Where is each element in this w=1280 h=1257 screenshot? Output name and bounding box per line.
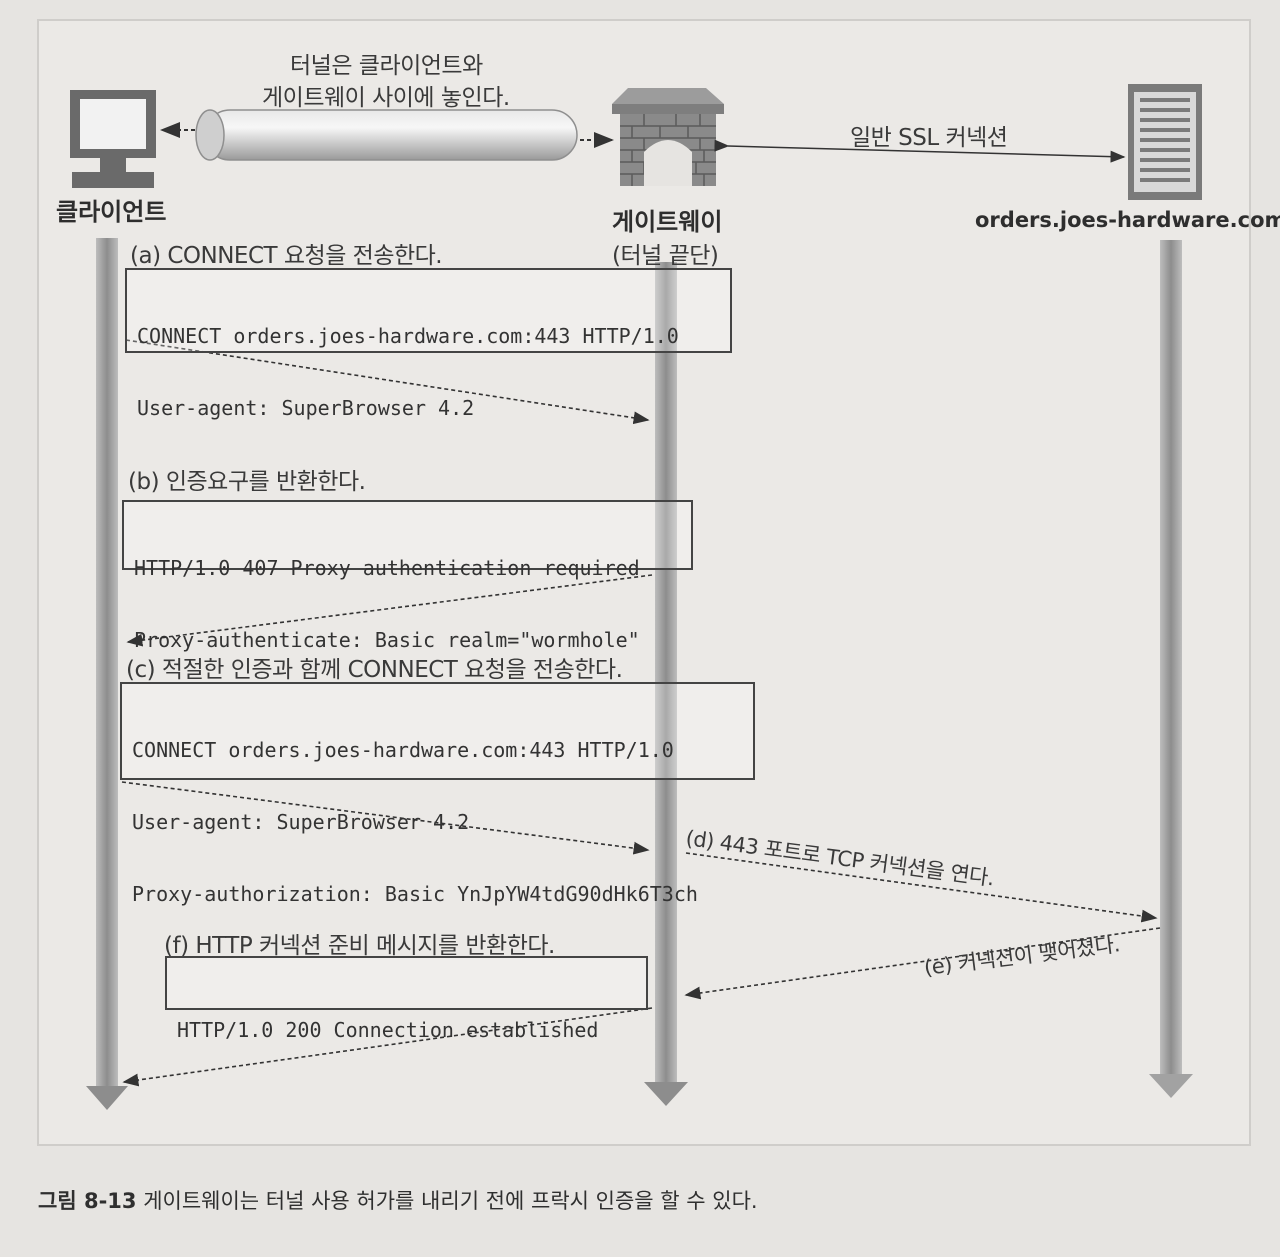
client-label: 클라이언트: [56, 198, 167, 226]
arrow-f-gateway-to-client: [122, 1007, 653, 1087]
arrow-c-client-to-gateway: [121, 781, 650, 855]
step-a-label: (a) CONNECT 요청을 전송한다.: [130, 243, 443, 269]
step-b-message-box: HTTP/1.0 407 Proxy authentication requir…: [122, 500, 693, 652]
step-c-message-box: CONNECT orders.joes-hardware.com:443 HTT…: [120, 682, 755, 906]
message-line: CONNECT orders.joes-hardware.com:443 HTT…: [132, 738, 674, 762]
step-c-label: (c) 적절한 인증과 함께 CONNECT 요청을 전송한다.: [126, 657, 623, 683]
server-icon: [1128, 84, 1202, 200]
message-line: User-agent: SuperBrowser 4.2: [137, 396, 475, 420]
server-label: orders.joes-hardware.com: [975, 208, 1280, 232]
tunnel-icon: [160, 109, 614, 161]
computer-icon: [70, 90, 156, 188]
step-b-label: (b) 인증요구를 반환한다.: [128, 469, 366, 495]
gateway-label: 게이트웨이: [612, 208, 723, 236]
message-line: Proxy-authorization: Basic YnJpYW4tdG90d…: [132, 882, 698, 906]
message-line: User-agent: SuperBrowser 4.2: [132, 810, 470, 834]
firewall-icon: [612, 88, 724, 186]
message-line: HTTP/1.0 200 Connection established: [177, 1018, 599, 1042]
arrow-d-gateway-to-server: [685, 852, 1158, 923]
figure-caption-text: 게이트웨이는 터널 사용 허가를 내리기 전에 프락시 인증을 할 수 있다.: [136, 1189, 758, 1213]
gateway-lifeline: [644, 262, 688, 1106]
ssl-connection-arrow: [714, 139, 1126, 163]
client-lifeline: [86, 238, 128, 1110]
step-f-message-box: HTTP/1.0 200 Connection established: [165, 956, 648, 1042]
gateway-sublabel: (터널 끝단): [612, 243, 719, 269]
figure-number: 그림 8-13: [38, 1189, 137, 1213]
step-a-message-box: CONNECT orders.joes-hardware.com:443 HTT…: [125, 268, 732, 420]
step-f-label: (f) HTTP 커넥션 준비 메시지를 반환한다.: [164, 933, 555, 959]
message-line: CONNECT orders.joes-hardware.com:443 HTT…: [137, 324, 679, 348]
arrow-e-server-to-gateway: [684, 927, 1161, 1000]
tunnel-note-line1: 터널은 클라이언트와: [290, 53, 483, 79]
server-lifeline: [1149, 240, 1193, 1098]
figure-caption: 그림 8-13 게이트웨이는 터널 사용 허가를 내리기 전에 프락시 인증을 …: [38, 1185, 758, 1215]
message-line: HTTP/1.0 407 Proxy authentication requir…: [134, 556, 640, 580]
ssl-connection-label: 일반 SSL 커넥션: [850, 125, 1008, 151]
message-line: Proxy-authenticate: Basic realm="wormhol…: [134, 628, 640, 652]
tunnel-note-line2: 게이트웨이 사이에 놓인다.: [262, 85, 510, 111]
